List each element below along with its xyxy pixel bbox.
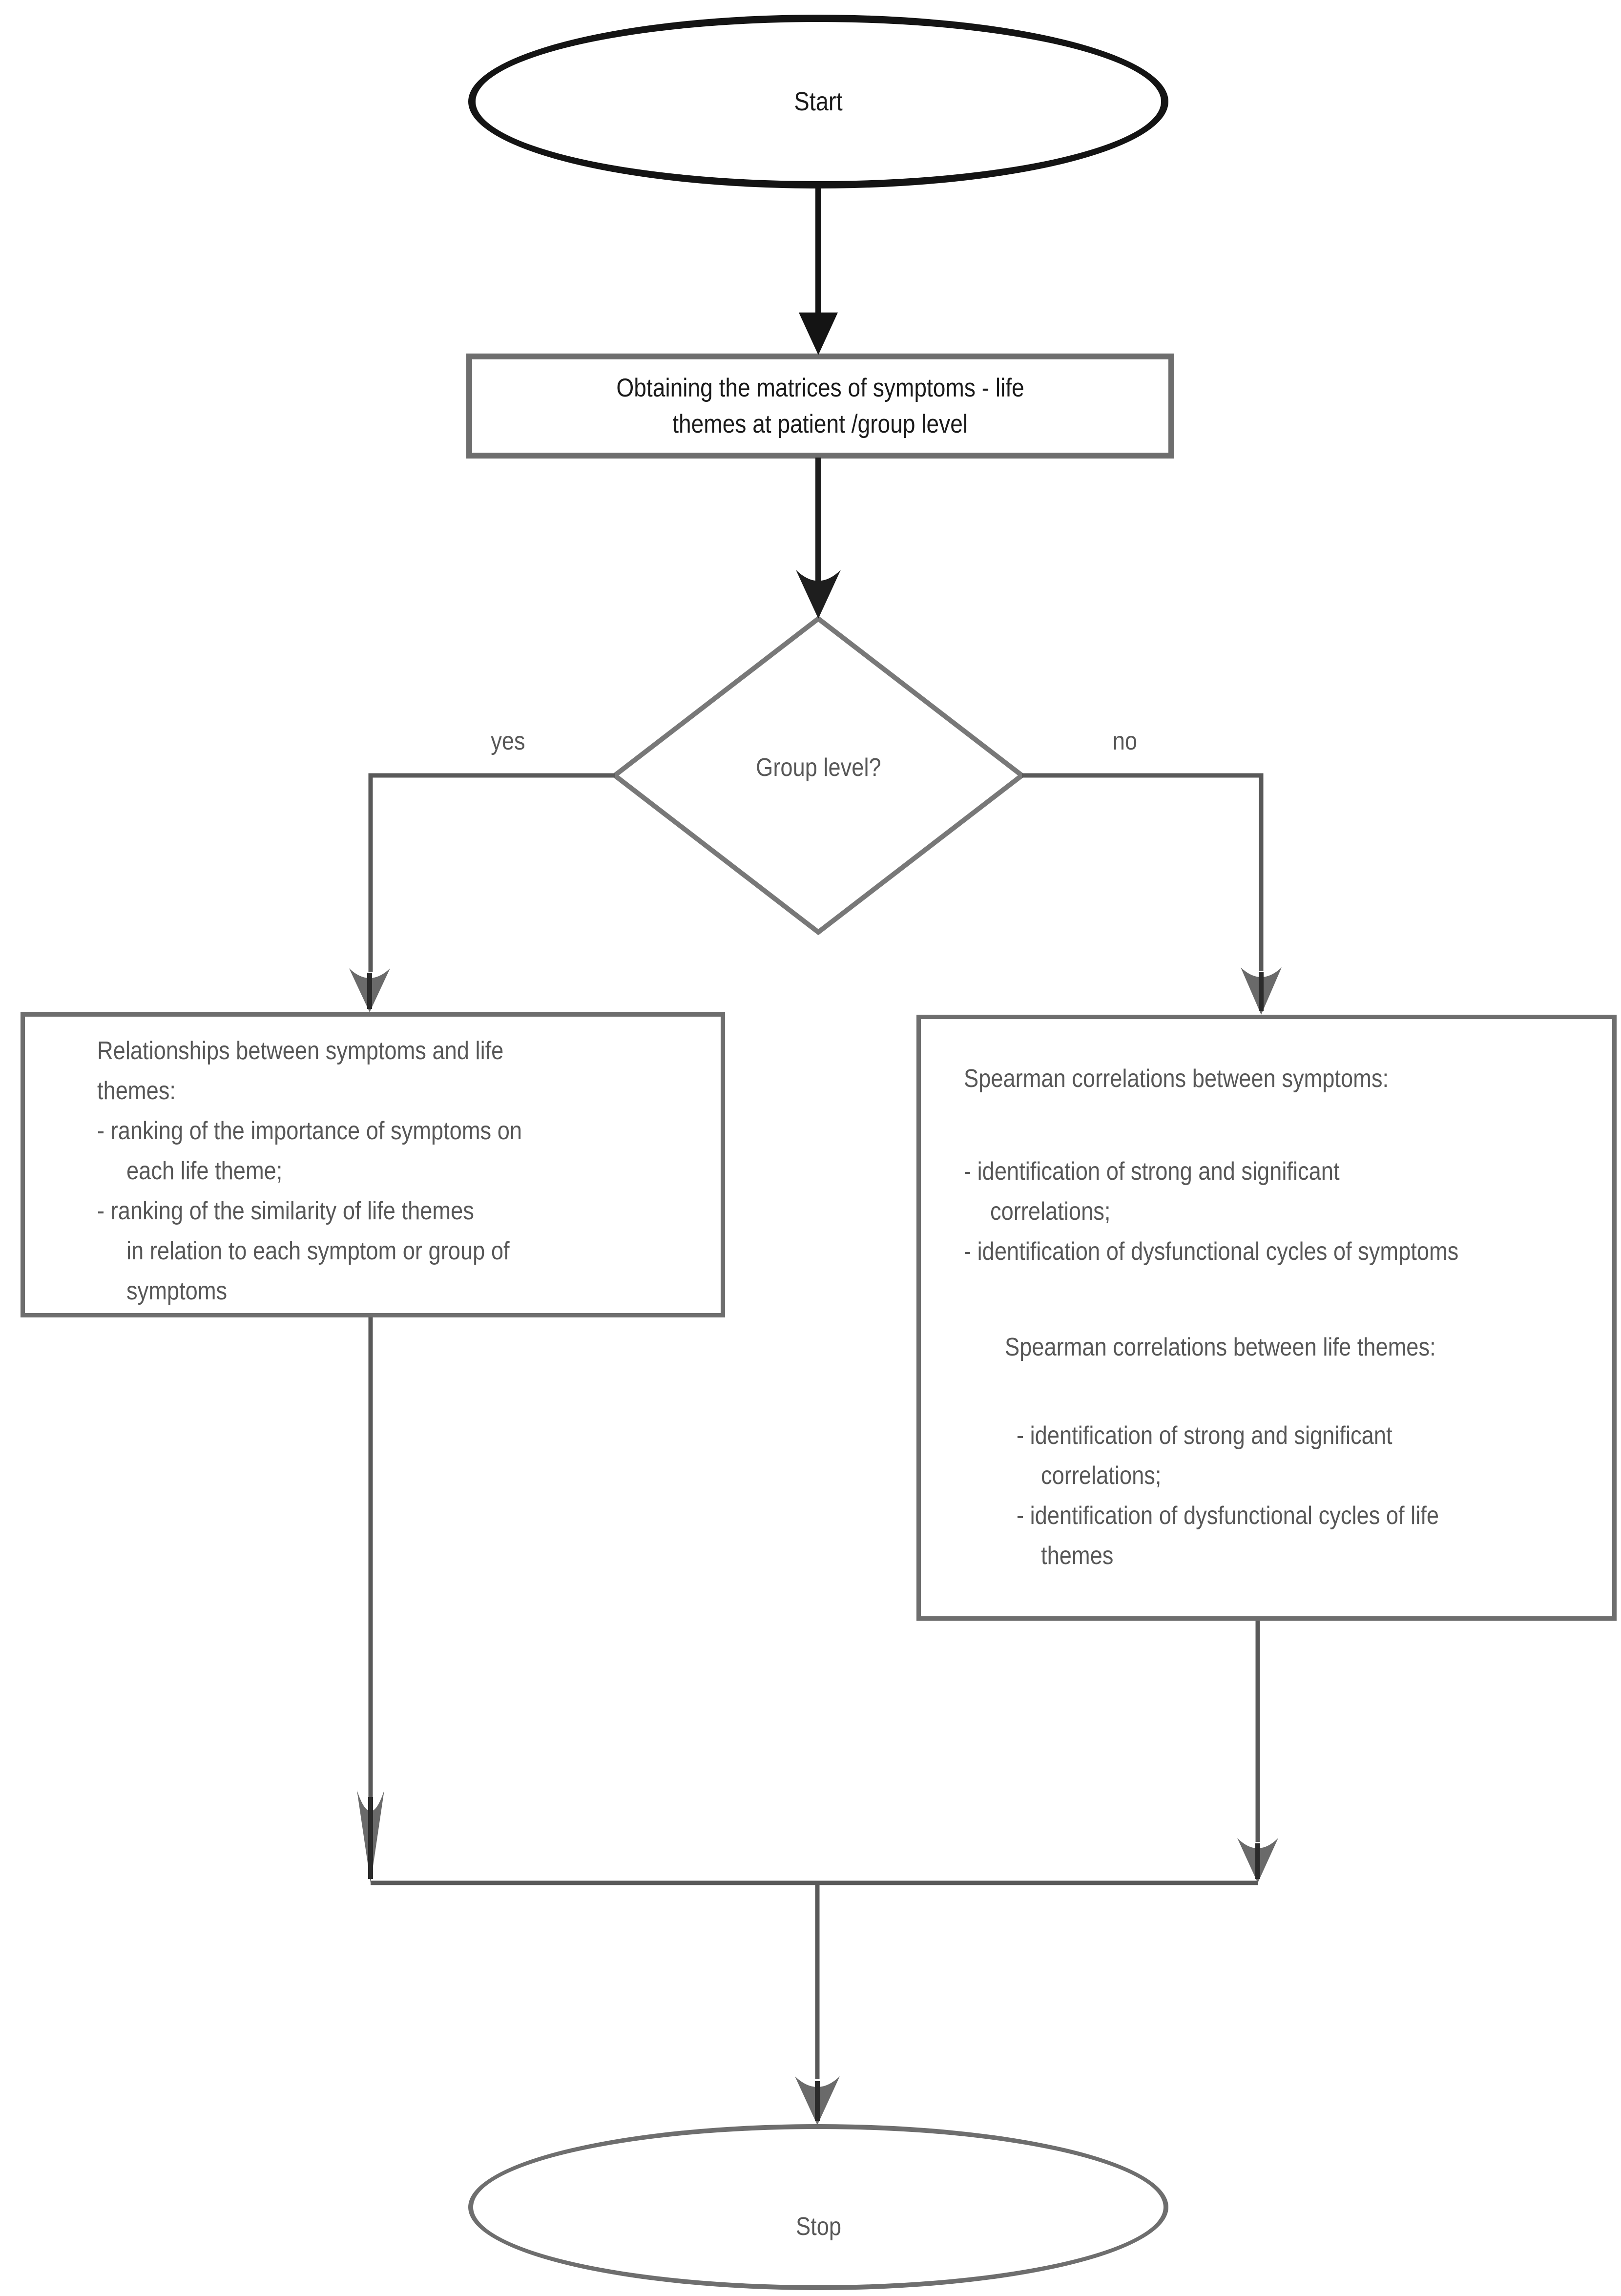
right-box-line: themes (1041, 1542, 1114, 1570)
right-box-line: - identification of dysfunctional cycles… (964, 1237, 1459, 1266)
no-branch-line (1022, 773, 1264, 971)
stop-node: Stop (468, 2124, 1168, 2290)
right-box-line: - identification of strong and significa… (1017, 1421, 1392, 1450)
left-box-line: in relation to each symptom or group of (126, 1237, 510, 1265)
left-box-line: - ranking of the importance of symptoms … (97, 1117, 522, 1145)
right-box-line: - identification of strong and significa… (964, 1157, 1340, 1186)
left-box-line: symptoms (126, 1277, 228, 1305)
right-box-line: Spearman correlations between symptoms: (964, 1065, 1389, 1093)
right-box-line: - identification of dysfunctional cycles… (1017, 1502, 1439, 1530)
left-box-line: - ranking of the similarity of life them… (97, 1197, 474, 1225)
arrow-down-icon (1237, 1838, 1278, 1883)
spacer (921, 1272, 1612, 1327)
arrow-down-icon (1241, 967, 1282, 1015)
start-label: Start (794, 87, 843, 116)
spacer (921, 1367, 1612, 1416)
spearman-box: Spearman correlations between symptoms: … (916, 1015, 1617, 1621)
stop-label: Stop (795, 2213, 841, 2241)
right-box-line: Spearman correlations between life theme… (1005, 1333, 1436, 1361)
left-box-line: Relationships between symptoms and life (97, 1037, 504, 1065)
yes-branch-line (368, 773, 615, 972)
decision-question: Group level? (755, 753, 881, 782)
left-box-line: each life theme; (126, 1157, 283, 1185)
relationships-box: Relationships between symptoms and life … (21, 1012, 725, 1317)
right-box-line: correlations; (990, 1197, 1111, 1226)
process-line-1: Obtaining the matrices of symptoms - lif… (616, 373, 1024, 402)
left-box-line: themes: (97, 1077, 176, 1105)
start-node: Start (468, 15, 1168, 188)
spacer (921, 1099, 1612, 1151)
arrow-down-icon (349, 968, 390, 1012)
process-node: Obtaining the matrices of symptoms - lif… (466, 354, 1174, 459)
arrow-down-icon (796, 570, 841, 619)
process-line-2: themes at patient /group level (672, 409, 968, 438)
no-branch-label: no (1112, 727, 1138, 755)
arrow-down-icon (357, 1790, 384, 1883)
right-box-line: correlations; (1041, 1461, 1162, 1490)
arrow-down-icon (799, 313, 838, 355)
yes-branch-label: yes (490, 727, 525, 755)
arrow-down-icon (795, 2076, 840, 2125)
